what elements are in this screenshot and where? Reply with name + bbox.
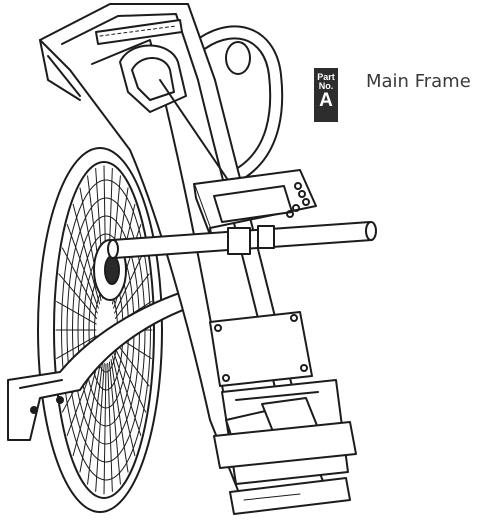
fan-blade: [58, 273, 98, 319]
fan-blade: [72, 355, 101, 457]
fan-blade: [114, 341, 150, 387]
monitor-icon: [159, 79, 317, 241]
fan-blade: [108, 361, 121, 485]
fan-blade: [61, 247, 98, 314]
fan-blade: [66, 224, 99, 309]
fan-blade: [79, 358, 102, 473]
fan-blade: [114, 247, 147, 314]
part-name: Main Frame: [366, 71, 471, 92]
part-letter: A: [319, 90, 333, 111]
fan-blade: [114, 346, 147, 413]
handlebar-crossbar: [107, 221, 377, 259]
fan-blade: [87, 361, 104, 485]
lower-rail-plate: [209, 311, 313, 387]
fan-blade: [107, 362, 113, 493]
part-no-label: No.: [318, 81, 334, 91]
fan-blade: [111, 355, 136, 457]
fan-blade: [114, 273, 150, 319]
rear-base: [213, 379, 357, 515]
fan-blade: [56, 335, 97, 359]
fan-blade: [72, 203, 101, 305]
part-number-badge: Part No. A: [314, 68, 338, 122]
handle-arch: [189, 25, 284, 185]
fan-blade: [110, 358, 129, 473]
fan-blade: [103, 363, 107, 495]
fan-blade: [113, 351, 142, 436]
part-label: Part: [317, 72, 335, 82]
fan-blade: [95, 362, 105, 493]
fan-blade: [56, 301, 97, 325]
